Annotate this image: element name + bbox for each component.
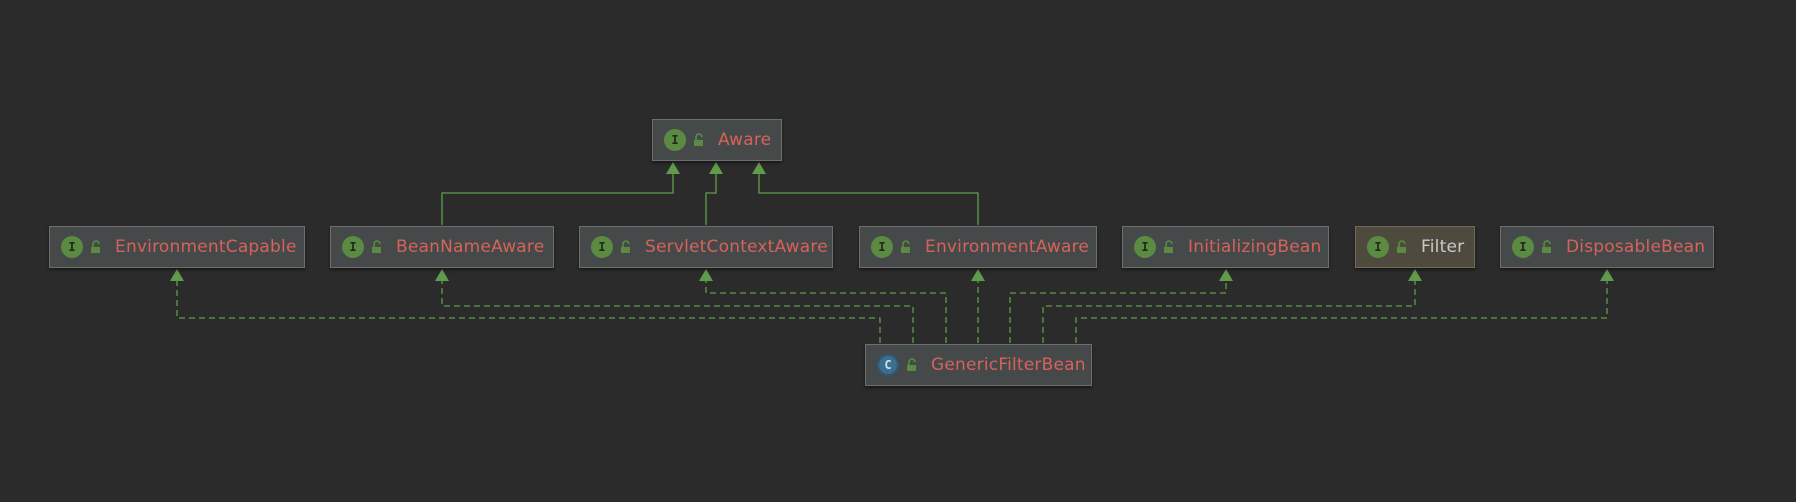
edge-genericfilterbean-to-disposablebean — [1075, 269, 1614, 343]
interface-icon: I — [591, 236, 613, 258]
node-label: BeanNameAware — [396, 237, 545, 257]
unlocked-icon — [1164, 240, 1173, 253]
node-label: EnvironmentCapable — [115, 237, 297, 257]
class-icon: C — [877, 354, 899, 376]
edge-beannameaware-to-aware — [441, 162, 680, 225]
edge-genericfilterbean-to-filter — [1042, 269, 1422, 343]
edge-environmentaware-to-aware — [752, 162, 979, 225]
unlocked-icon — [901, 240, 910, 253]
unlocked-icon — [372, 240, 381, 253]
node-beannameaware[interactable]: I BeanNameAware — [330, 226, 554, 268]
node-label: EnvironmentAware — [925, 237, 1090, 257]
node-label: Filter — [1421, 237, 1465, 257]
interface-icon: I — [61, 236, 83, 258]
node-filter[interactable]: I Filter — [1355, 226, 1475, 268]
edge-servletcontextaware-to-aware — [705, 162, 723, 225]
node-label: DisposableBean — [1566, 237, 1706, 257]
interface-icon: I — [1367, 236, 1389, 258]
unlocked-icon — [621, 240, 630, 253]
edge-genericfilterbean-to-beannameaware — [435, 269, 914, 343]
node-genericfilterbean[interactable]: C GenericFilterBean — [865, 344, 1092, 386]
interface-icon: I — [871, 236, 893, 258]
node-servletcontextaware[interactable]: I ServletContextAware — [579, 226, 833, 268]
node-initializingbean[interactable]: I InitializingBean — [1122, 226, 1329, 268]
edge-genericfilterbean-to-environmentcapable — [170, 269, 881, 343]
node-label: GenericFilterBean — [931, 355, 1086, 375]
node-label: Aware — [718, 130, 772, 150]
interface-icon: I — [1134, 236, 1156, 258]
edge-genericfilterbean-to-servletcontextaware — [699, 269, 947, 343]
unlocked-icon — [1542, 240, 1551, 253]
interface-icon: I — [1512, 236, 1534, 258]
unlocked-icon — [91, 240, 100, 253]
node-environmentcapable[interactable]: I EnvironmentCapable — [49, 226, 305, 268]
edge-genericfilterbean-to-initializingbean — [1009, 269, 1233, 343]
node-label: InitializingBean — [1188, 237, 1322, 257]
unlocked-icon — [694, 133, 703, 146]
interface-icon: I — [664, 129, 686, 151]
node-environmentaware[interactable]: I EnvironmentAware — [859, 226, 1097, 268]
unlocked-icon — [907, 358, 916, 371]
interface-icon: I — [342, 236, 364, 258]
unlocked-icon — [1397, 240, 1406, 253]
node-aware[interactable]: I Aware — [652, 119, 782, 161]
node-disposablebean[interactable]: I DisposableBean — [1500, 226, 1714, 268]
node-label: ServletContextAware — [645, 237, 828, 257]
